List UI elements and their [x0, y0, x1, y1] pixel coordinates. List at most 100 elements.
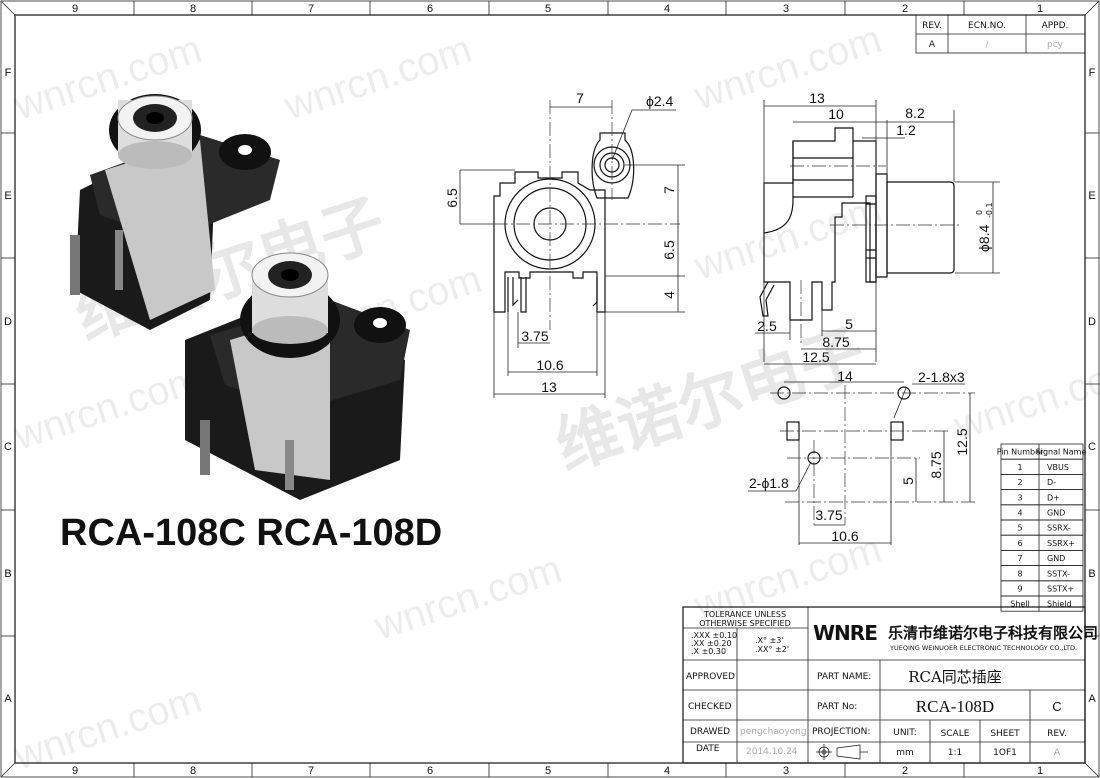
svg-text:3.75: 3.75: [815, 507, 842, 523]
svg-text:REV.: REV.: [922, 21, 942, 31]
pin-number: 2: [1017, 478, 1022, 487]
svg-text:E: E: [4, 190, 11, 202]
svg-text:ECN.NO.: ECN.NO.: [968, 21, 1006, 31]
svg-text:-0.1: -0.1: [985, 202, 994, 218]
svg-text:B: B: [4, 568, 11, 580]
svg-text:PROJECTION:: PROJECTION:: [812, 727, 870, 737]
pin-number: 8: [1017, 569, 1022, 578]
svg-text:8: 8: [190, 3, 196, 15]
svg-text:10.6: 10.6: [536, 357, 563, 373]
svg-text:wnrcn.com: wnrcn.com: [368, 547, 566, 649]
svg-text:ϕ8.4: ϕ8.4: [976, 224, 992, 252]
svg-text:5: 5: [900, 477, 916, 485]
svg-text:3: 3: [783, 765, 789, 777]
svg-text:UNIT:: UNIT:: [893, 728, 917, 738]
svg-text:D: D: [1088, 316, 1096, 328]
svg-text:OTHERWISE SPECIFIED: OTHERWISE SPECIFIED: [699, 619, 791, 628]
svg-text:.X° ±3': .X° ±3': [755, 636, 784, 645]
svg-text:7: 7: [576, 90, 584, 106]
pin-number: Pin Number: [997, 448, 1044, 457]
product-photo-rca-108d: [185, 252, 410, 500]
svg-text:12.5: 12.5: [802, 349, 829, 365]
svg-text:DATE: DATE: [696, 744, 720, 754]
svg-text:D: D: [4, 316, 12, 328]
svg-text:APPD.: APPD.: [1042, 21, 1069, 31]
svg-text:1:1: 1:1: [948, 748, 962, 758]
svg-text:13: 13: [541, 379, 557, 395]
svg-text:A: A: [4, 693, 12, 705]
svg-text:wnrcn.com: wnrcn.com: [948, 347, 1100, 449]
svg-text:B: B: [1088, 568, 1095, 580]
pin-table-row: 8 SSTX-: [1000, 565, 1084, 582]
svg-text:10: 10: [828, 106, 844, 122]
svg-text:A: A: [1054, 748, 1061, 758]
svg-text:0: 0: [975, 210, 984, 215]
svg-text:TOLERANCE UNLESS: TOLERANCE UNLESS: [703, 610, 786, 619]
svg-text:ϕ2.4: ϕ2.4: [646, 93, 674, 109]
title-block: TOLERANCE UNLESS OTHERWISE SPECIFIED .XX…: [682, 606, 1098, 764]
svg-text:SCALE: SCALE: [941, 729, 970, 739]
svg-text:10.6: 10.6: [831, 528, 858, 544]
pin-number: 6: [1017, 539, 1022, 548]
signal-name: SSTX+: [1047, 585, 1074, 594]
pin-table-row: 2 D-: [1000, 473, 1084, 490]
svg-text:12.5: 12.5: [954, 428, 970, 455]
svg-text:8.75: 8.75: [822, 334, 849, 350]
pin-table-row: 3 D+: [1000, 489, 1084, 506]
product-photo-rca-108c: [70, 94, 280, 330]
signal-name: SSTX-: [1047, 569, 1070, 578]
svg-text:4: 4: [664, 3, 670, 15]
signal-name: D+: [1047, 493, 1060, 502]
pin-table-row: Shell Shield: [1000, 595, 1084, 612]
pin-number: Shell: [1010, 600, 1030, 609]
svg-text:pengchaoyong: pengchaoyong: [740, 727, 807, 737]
svg-text:PART No:: PART No:: [817, 702, 857, 712]
svg-text:C: C: [1088, 441, 1096, 453]
svg-text:7: 7: [308, 765, 314, 777]
svg-text:APPROVED: APPROVED: [686, 672, 735, 682]
svg-text:A: A: [1088, 693, 1096, 705]
svg-text:wnrcn.com: wnrcn.com: [8, 357, 206, 459]
svg-text:7: 7: [661, 186, 677, 194]
pin-table-row: 6 SSRX+: [1000, 534, 1084, 551]
svg-text:5: 5: [845, 316, 853, 332]
svg-text:6.5: 6.5: [661, 240, 677, 260]
svg-text:REV.: REV.: [1047, 729, 1067, 739]
side-view-drawing: 13 10 8.2 1.2 ϕ8.4 0 -0.1 2.5 5 8.75 12.…: [755, 90, 1000, 365]
signal-name: Signal Name: [1036, 448, 1087, 457]
svg-text:CHECKED: CHECKED: [688, 702, 732, 712]
pin-number: 9: [1017, 585, 1022, 594]
svg-text:mm: mm: [896, 748, 914, 758]
svg-text:wnrcn.com: wnrcn.com: [688, 17, 886, 119]
svg-text:5: 5: [545, 3, 551, 15]
revision-block: REV. ECN.NO. APPD. A / pcy: [915, 14, 1086, 54]
svg-text:8.2: 8.2: [905, 105, 925, 121]
pin-number: 7: [1017, 554, 1022, 563]
pin-number: 3: [1017, 493, 1022, 502]
svg-text:14: 14: [837, 368, 853, 384]
svg-text:wnrcn.com: wnrcn.com: [688, 187, 886, 289]
signal-name: D-: [1047, 478, 1056, 487]
svg-text:/: /: [985, 40, 989, 50]
svg-text:9: 9: [72, 765, 78, 777]
svg-text:2-1.8x3: 2-1.8x3: [918, 369, 965, 385]
signal-name: SSRX+: [1047, 539, 1075, 548]
svg-text:9: 9: [72, 3, 78, 15]
svg-text:6: 6: [427, 765, 433, 777]
svg-text:SHEET: SHEET: [990, 729, 1020, 739]
pin-table-row: 9 SSTX+: [1000, 580, 1084, 597]
signal-name: Shield: [1047, 600, 1072, 609]
svg-text:6.5: 6.5: [444, 188, 460, 208]
svg-text:.X ±0.30: .X ±0.30: [691, 647, 726, 656]
svg-text:2: 2: [902, 3, 908, 15]
svg-text:.XXX ±0.10: .XXX ±0.10: [691, 631, 737, 640]
pin-number: 1: [1017, 463, 1022, 472]
svg-text:.XX ±0.20: .XX ±0.20: [691, 639, 732, 648]
svg-text:PART NAME:: PART NAME:: [817, 672, 871, 682]
